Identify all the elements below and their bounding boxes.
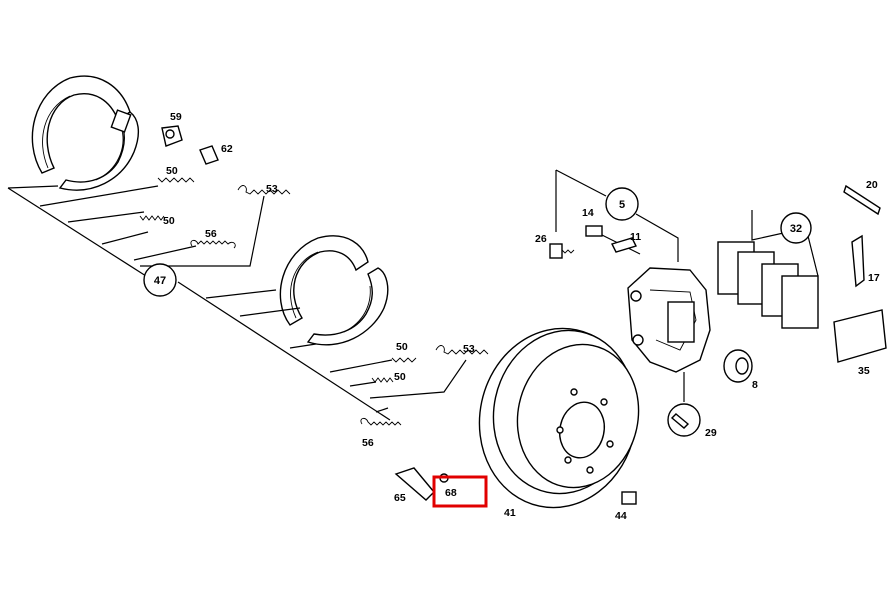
label-65: 65 xyxy=(394,492,406,504)
part-56-spring-lower[interactable] xyxy=(360,417,402,426)
label-26: 26 xyxy=(535,233,547,245)
part-53-spring-upper[interactable] xyxy=(237,185,291,195)
label-32: 32 xyxy=(790,223,802,235)
label-50-c: 50 xyxy=(396,341,408,353)
label-41: 41 xyxy=(504,507,516,519)
part-44-bolt[interactable] xyxy=(621,491,637,505)
part-59-adjuster[interactable] xyxy=(161,125,183,147)
part-53-spring-lower[interactable] xyxy=(435,345,489,355)
label-20: 20 xyxy=(866,179,878,191)
label-14: 14 xyxy=(582,207,594,219)
label-56-a: 56 xyxy=(205,228,217,240)
part-14-sleeve[interactable] xyxy=(585,225,603,237)
part-8-bushing[interactable] xyxy=(723,349,753,383)
label-56-b: 56 xyxy=(362,437,374,449)
brake-pads[interactable] xyxy=(717,210,819,329)
label-29: 29 xyxy=(705,427,717,439)
part-50-spring-upper-2[interactable] xyxy=(139,215,165,221)
label-47: 47 xyxy=(154,275,166,287)
label-50-b: 50 xyxy=(163,215,175,227)
part-50-spring-lower-1[interactable] xyxy=(391,357,417,363)
label-68[interactable]: 68 xyxy=(445,487,457,499)
callout-29[interactable] xyxy=(667,372,701,437)
callout-5[interactable]: 5 xyxy=(605,187,639,221)
part-17-clip[interactable] xyxy=(851,234,865,288)
label-5: 5 xyxy=(619,199,625,211)
lower-brake-shoe[interactable] xyxy=(279,235,389,346)
label-62: 62 xyxy=(221,143,233,155)
label-11: 11 xyxy=(630,231,641,243)
label-53-a: 53 xyxy=(266,183,278,195)
label-50-d: 50 xyxy=(394,371,406,383)
label-44: 44 xyxy=(615,510,627,522)
part-50-spring-upper-1[interactable] xyxy=(157,177,195,183)
part-35-shim[interactable] xyxy=(833,309,887,363)
brake-disc[interactable] xyxy=(463,314,653,523)
callout-47[interactable]: 47 xyxy=(143,263,177,297)
label-50-a: 50 xyxy=(166,165,178,177)
brake-caliper[interactable] xyxy=(627,267,711,373)
label-17: 17 xyxy=(868,272,880,284)
label-53-b: 53 xyxy=(463,343,475,355)
highlight-box-part-68 xyxy=(432,475,488,508)
callout-lines-left xyxy=(7,185,467,421)
part-11-bleeder[interactable] xyxy=(611,237,637,253)
part-62-bolt[interactable] xyxy=(199,145,219,165)
upper-brake-shoe[interactable] xyxy=(31,75,140,191)
part-26-bolt[interactable] xyxy=(549,243,575,259)
label-8: 8 xyxy=(752,379,758,391)
label-35: 35 xyxy=(858,365,870,377)
callout-32[interactable]: 32 xyxy=(780,212,812,244)
part-50-spring-lower-2[interactable] xyxy=(371,377,394,383)
label-59: 59 xyxy=(170,111,182,123)
part-56-spring-upper[interactable] xyxy=(190,239,236,249)
part-20-pin[interactable] xyxy=(843,184,881,216)
